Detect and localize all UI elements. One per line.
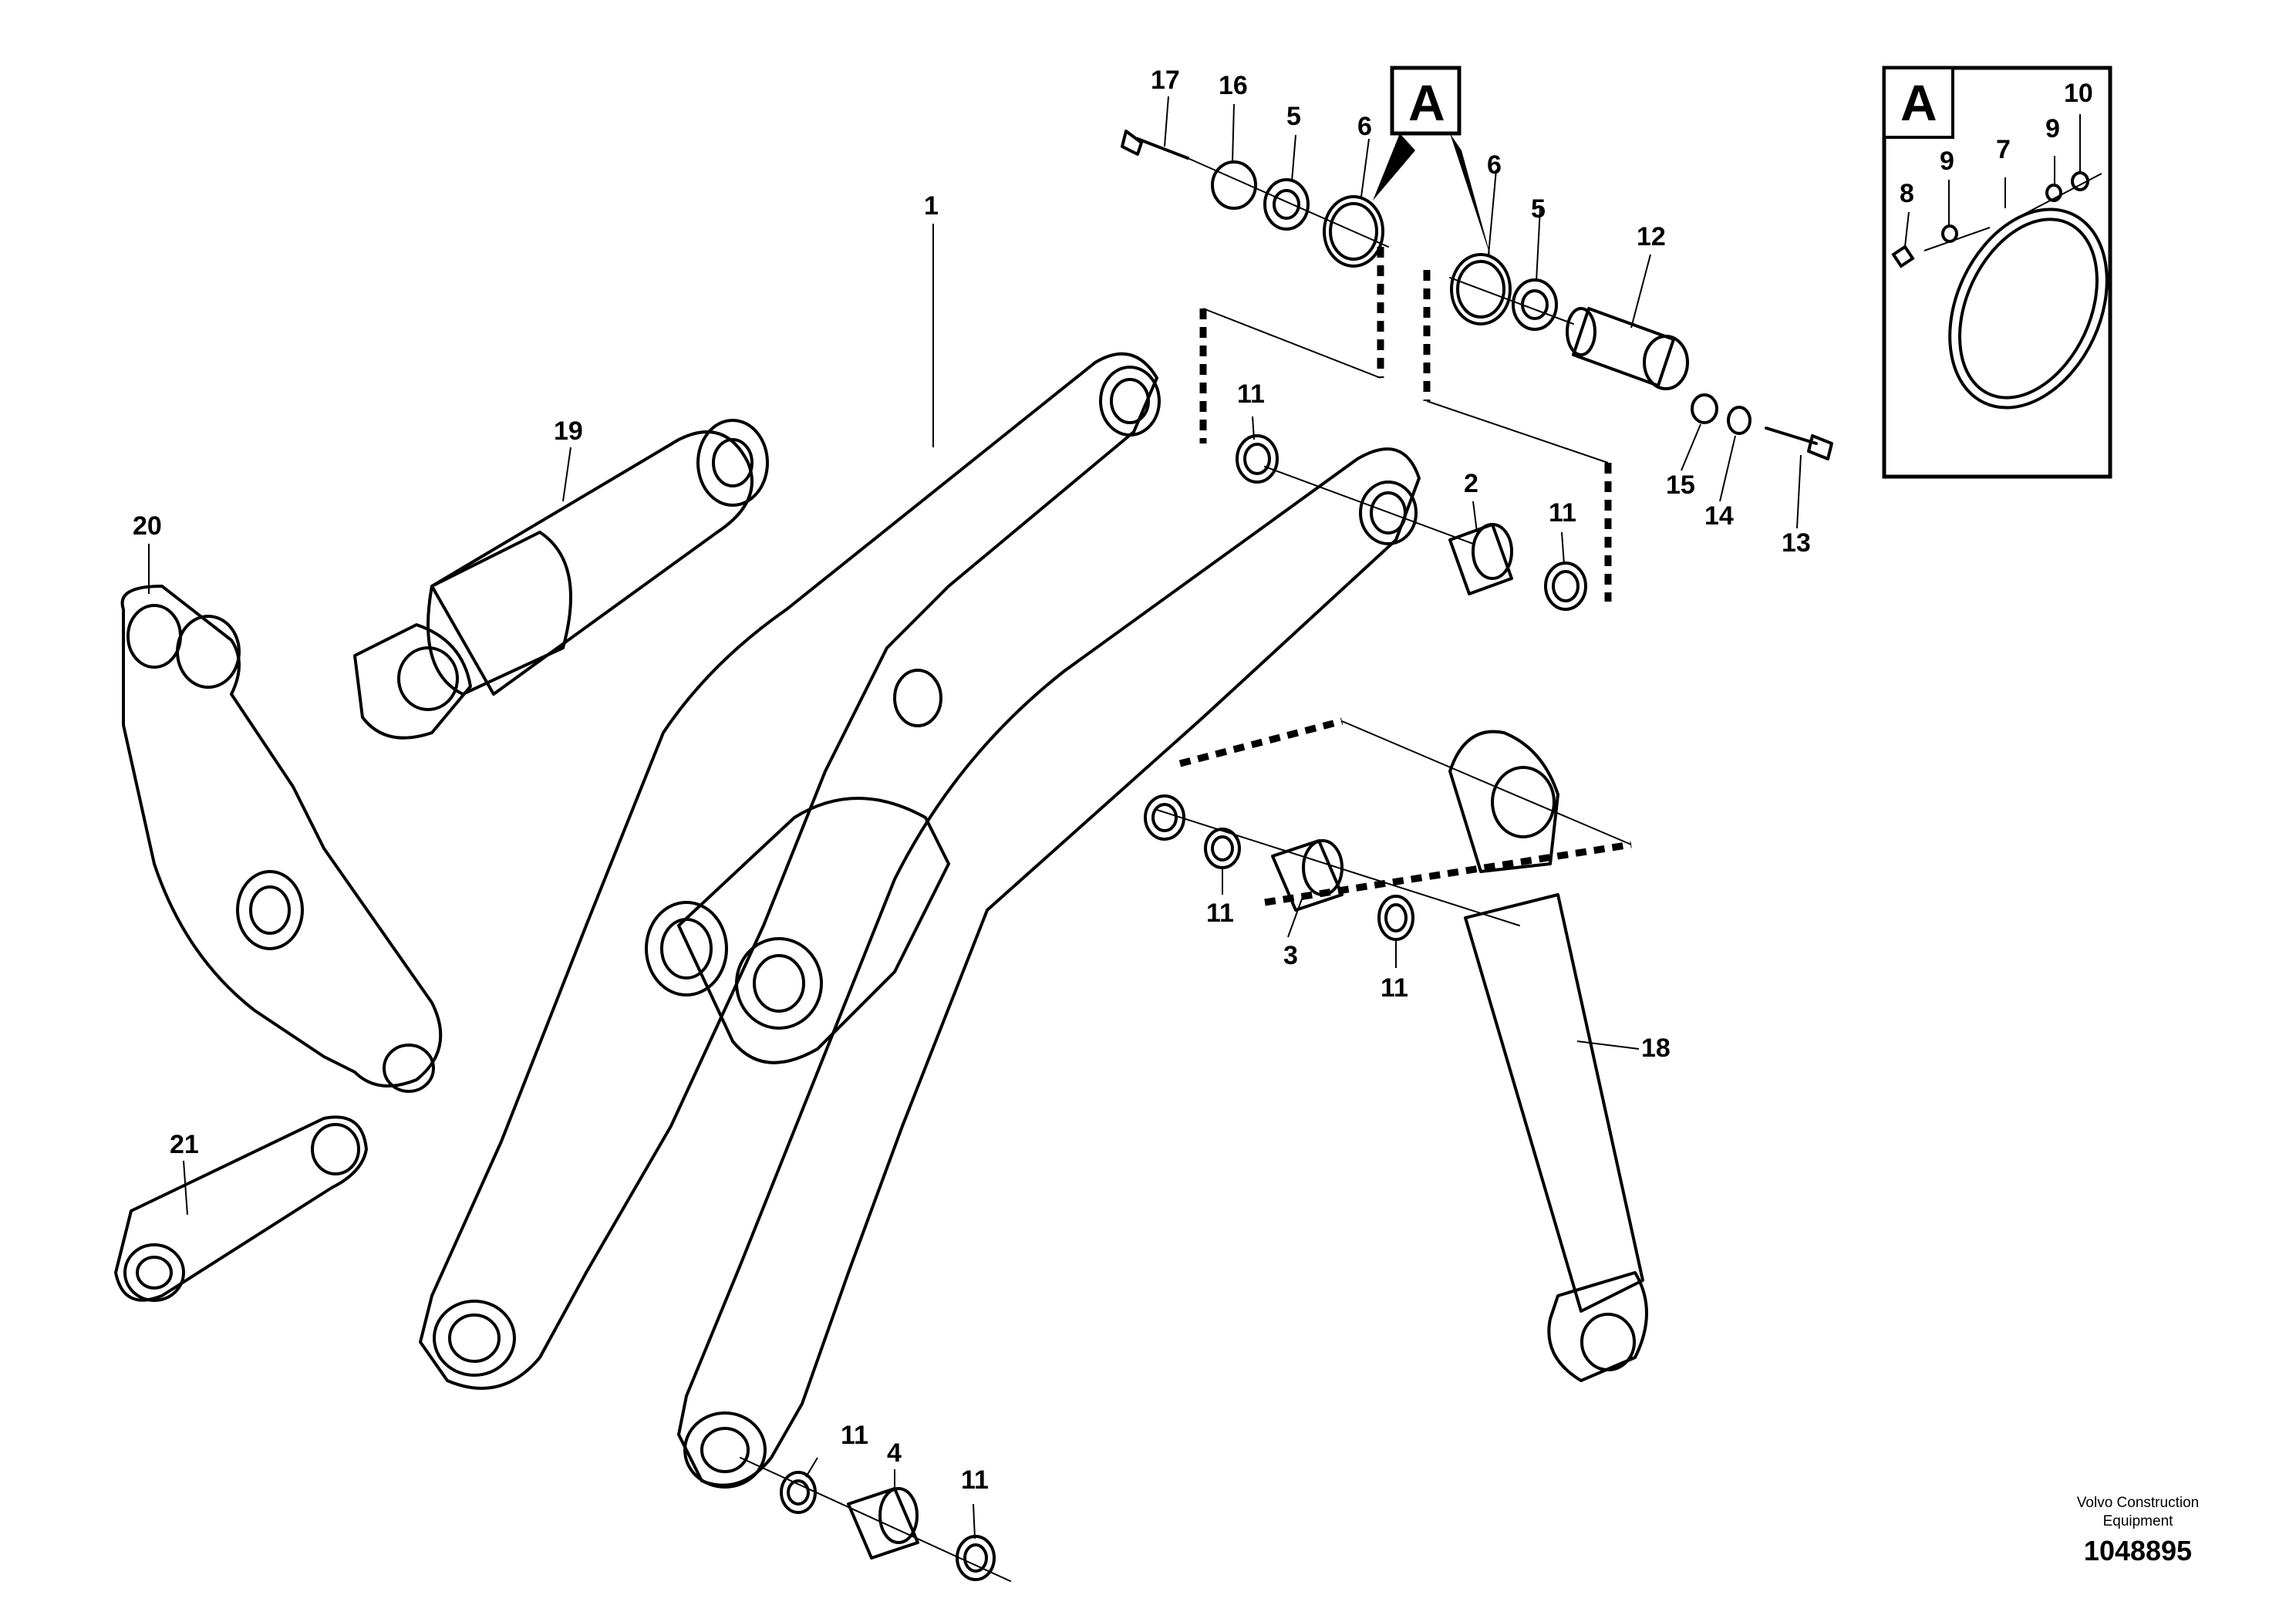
- callout-11f: 11: [961, 1465, 989, 1495]
- bell-crank-20: [120, 585, 443, 1093]
- leader-11a: [1252, 416, 1255, 440]
- leader-11b: [1561, 531, 1565, 565]
- callout-7: 7: [1996, 135, 2011, 164]
- leader-17: [1164, 96, 1169, 147]
- leader-5a: [1291, 134, 1296, 182]
- callout-11c: 11: [1206, 899, 1234, 928]
- callout-5a: 5: [1286, 102, 1301, 131]
- credit-line-2: Equipment: [2102, 1513, 2173, 1529]
- leader-6a: [1360, 138, 1370, 197]
- leader-18: [1576, 1040, 1640, 1050]
- seal-11-bottom: [956, 1535, 996, 1581]
- callout-4: 4: [887, 1438, 902, 1468]
- callout-13: 13: [1782, 528, 1811, 558]
- seal-11-upper: [1236, 434, 1279, 484]
- callout-21: 21: [170, 1130, 199, 1159]
- callout-9b: 9: [2045, 114, 2060, 143]
- dashed-bracket-lower: [1178, 717, 1632, 906]
- link-21: [114, 1115, 368, 1302]
- lift-cylinder-18: [1448, 730, 1648, 1382]
- bracket-link-left: [1202, 308, 1381, 379]
- leader-5b: [1536, 207, 1541, 282]
- leader-6b: [1488, 169, 1497, 255]
- credit-line-1: Volvo Construction: [2076, 1495, 2200, 1511]
- axis-line-top-right: [1449, 277, 1574, 325]
- drawing-number: 1048895: [2083, 1535, 2193, 1566]
- washer-5-left: [1263, 178, 1310, 231]
- axis-line-lower: [1156, 809, 1520, 926]
- callout-2: 2: [1464, 469, 1478, 498]
- seal-11-mid-left: [1144, 794, 1185, 841]
- cross-tube: [645, 797, 950, 1064]
- dashed-bracket-right: [1423, 270, 1612, 602]
- axis-line-bottom: [740, 1457, 1011, 1582]
- leader-19: [562, 447, 571, 502]
- o-ring-6-left: [1323, 195, 1384, 268]
- bushing-4: [847, 1487, 919, 1560]
- detail-view-a-label: A: [1900, 74, 1937, 131]
- callout-11e: 11: [841, 1421, 868, 1450]
- callout-1: 1: [924, 191, 939, 221]
- callout-9a: 9: [1940, 147, 1954, 176]
- callout-10: 10: [2064, 79, 2093, 108]
- leader-8: [1904, 211, 1910, 248]
- lift-arm-front: [677, 447, 1421, 1489]
- callout-6b: 6: [1487, 150, 1502, 180]
- leader-15: [1681, 423, 1701, 471]
- callout-15: 15: [1666, 470, 1695, 500]
- leader-11e: [805, 1457, 818, 1478]
- bracket-link-right: [1426, 400, 1609, 464]
- seal-11-right: [1544, 561, 1587, 611]
- callout-8: 8: [1900, 179, 1914, 208]
- callout-20: 20: [133, 511, 162, 541]
- callout-17: 17: [1151, 66, 1180, 95]
- view-a-marker: A: [1373, 66, 1492, 262]
- washer-14: [1727, 406, 1752, 435]
- washer-15: [1691, 393, 1718, 424]
- callout-18: 18: [1641, 1034, 1671, 1063]
- detail-bolt-8: [1891, 244, 1915, 268]
- callout-11b: 11: [1549, 498, 1576, 528]
- washer-5-right: [1512, 278, 1558, 331]
- callout-14: 14: [1704, 501, 1734, 531]
- bushing-3: [1271, 839, 1344, 912]
- washer-16: [1211, 160, 1257, 210]
- axis-line-top: [1187, 157, 1389, 248]
- leader-3: [1287, 894, 1304, 938]
- pin-12: [1566, 307, 1689, 390]
- callout-11a: 11: [1237, 379, 1265, 409]
- leader-11f: [973, 1503, 976, 1539]
- callout-12: 12: [1637, 222, 1666, 251]
- callout-16: 16: [1219, 71, 1248, 100]
- bracket-link-lower: [1341, 720, 1632, 845]
- detail-view-a: A: [1882, 66, 2112, 479]
- view-a-label: A: [1408, 74, 1445, 131]
- bushing-2: [1448, 523, 1513, 595]
- leader-21: [183, 1160, 188, 1216]
- lift-arm-1: [419, 352, 1161, 1390]
- callout-6a: 6: [1357, 112, 1372, 141]
- leader-2: [1472, 501, 1478, 533]
- leader-14: [1719, 435, 1736, 502]
- seal-11-mid-right: [1377, 895, 1414, 941]
- callout-19: 19: [554, 416, 583, 446]
- clamp-ring-7-inner: [1958, 218, 2099, 400]
- clamp-ring-7-outer: [1948, 207, 2109, 410]
- callout-5b: 5: [1531, 194, 1546, 224]
- o-ring-6-right: [1450, 253, 1512, 325]
- leader-12: [1630, 254, 1651, 329]
- leader-16: [1232, 103, 1235, 163]
- leader-13: [1796, 454, 1802, 529]
- dashed-bracket-left: [1199, 247, 1384, 443]
- axis-line-mid: [1264, 466, 1474, 545]
- callout-11d: 11: [1381, 973, 1408, 1003]
- bolt-13: [1765, 427, 1833, 460]
- tilt-cylinder-19: [353, 419, 769, 740]
- callout-3: 3: [1283, 941, 1298, 970]
- bolt-17: [1121, 130, 1189, 160]
